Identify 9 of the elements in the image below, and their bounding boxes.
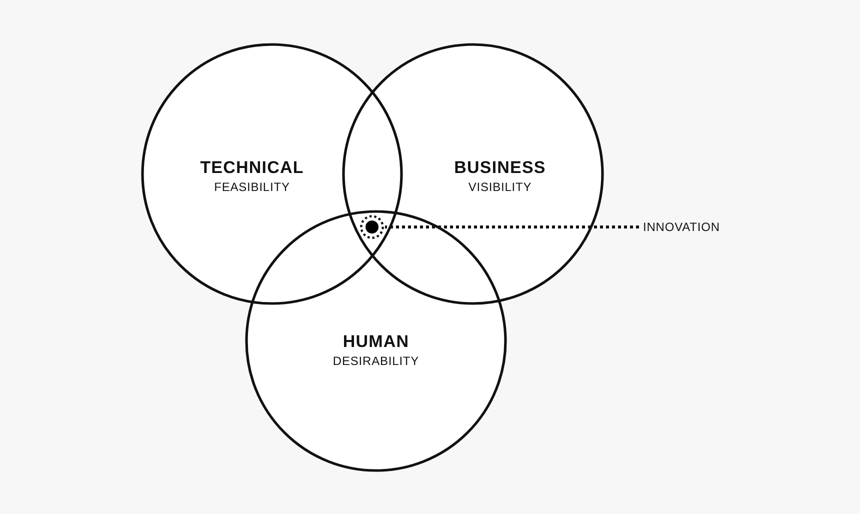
- circle-subheading: VISIBILITY: [468, 180, 532, 194]
- circle-heading: TECHNICAL: [200, 158, 304, 177]
- venn-circle: [245, 210, 507, 472]
- circle-heading: BUSINESS: [454, 158, 546, 177]
- callout-label: INNOVATION: [643, 220, 720, 234]
- circle-subheading: DESIRABILITY: [332, 354, 420, 368]
- circle-heading: HUMAN: [342, 332, 410, 351]
- leader-line: [385, 226, 639, 228]
- circle-subheading: FEASIBILITY: [214, 180, 290, 194]
